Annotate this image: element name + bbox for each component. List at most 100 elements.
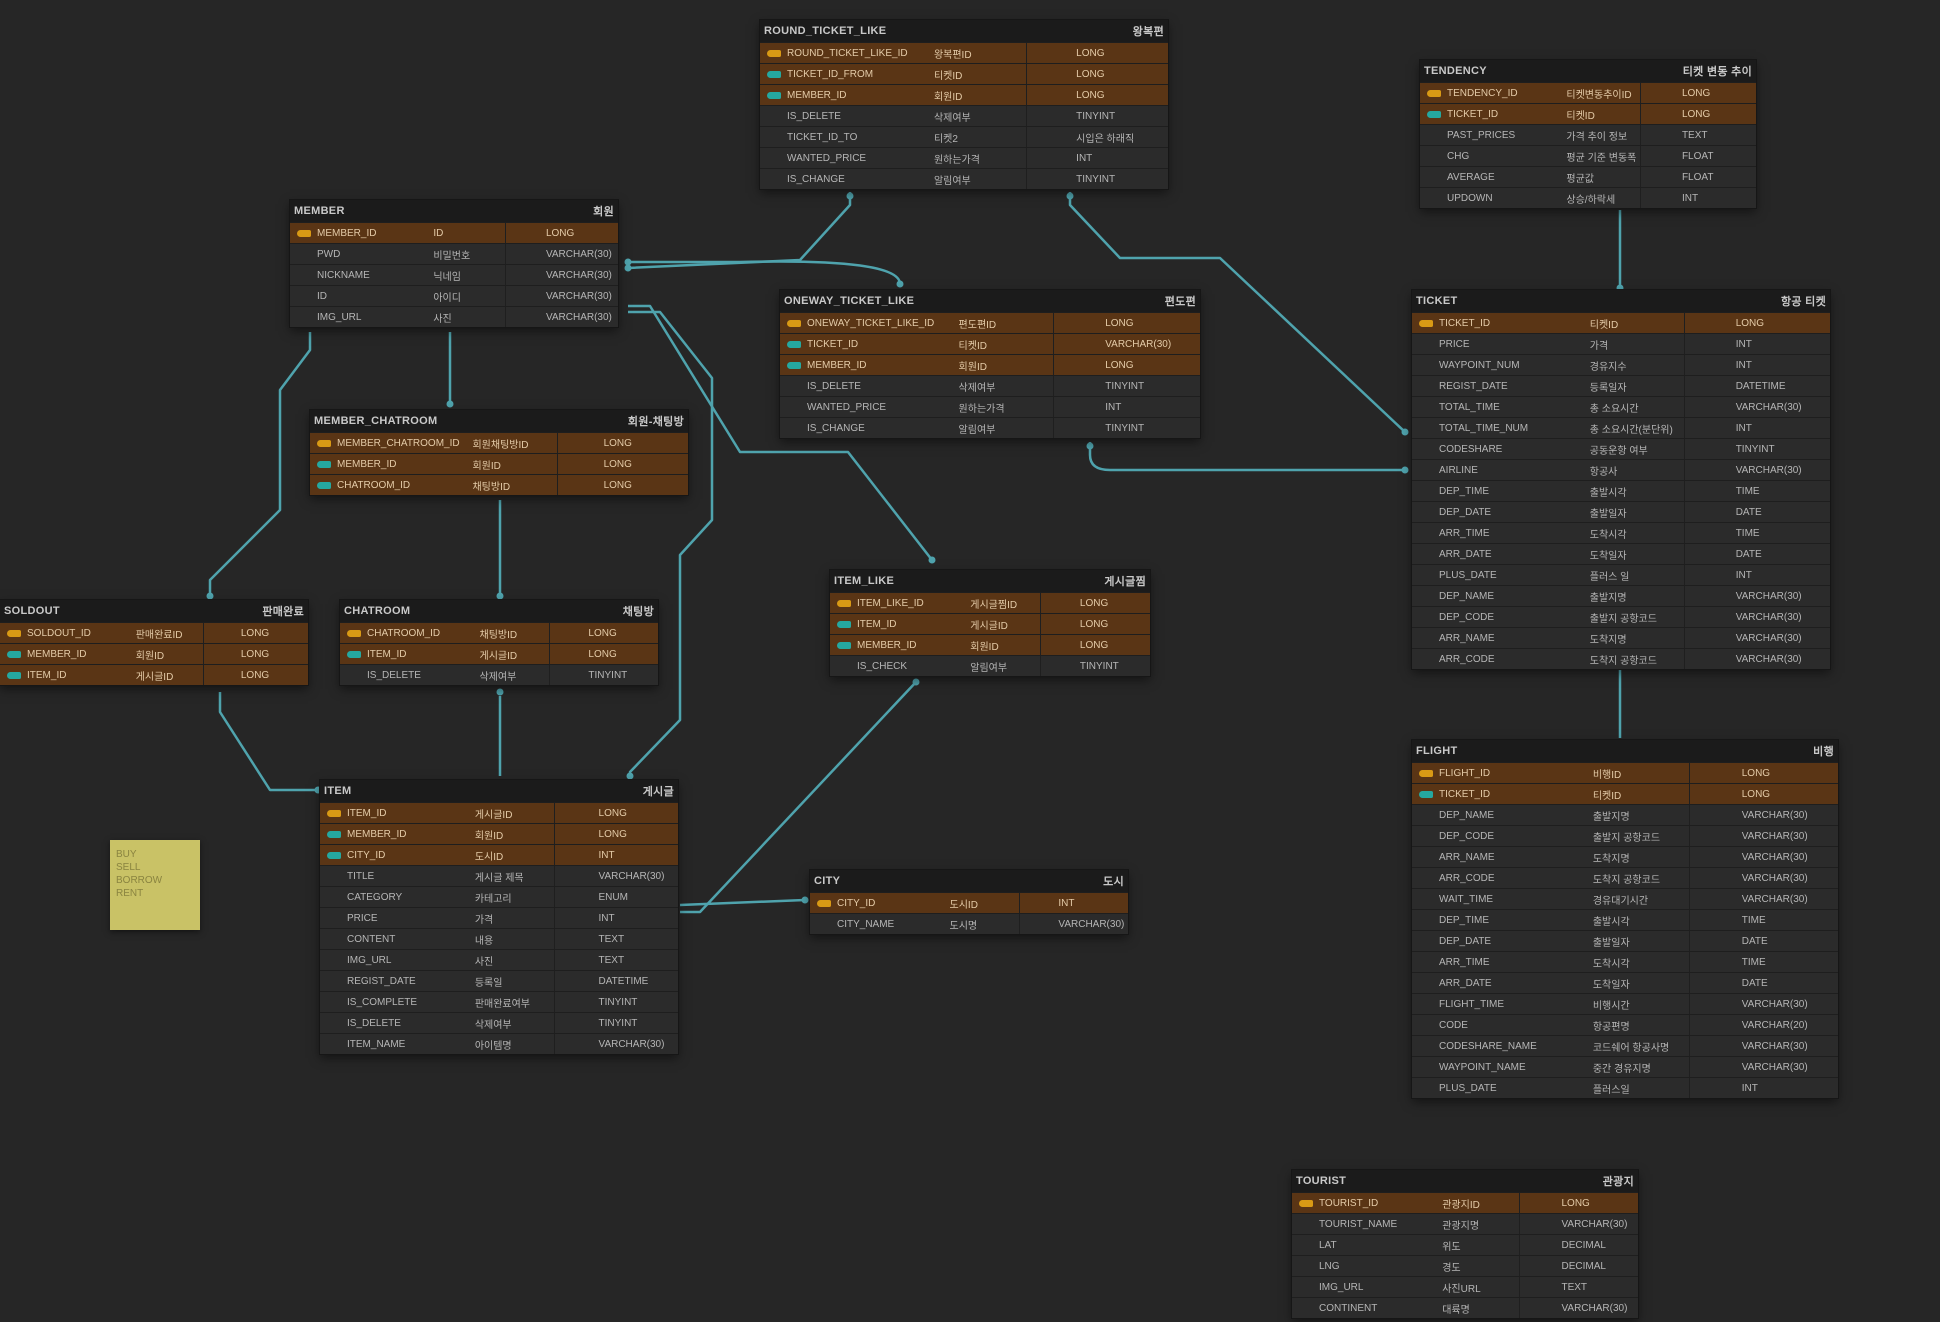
column-row[interactable]: UPDOWN상승/하락세INT	[1420, 187, 1756, 208]
column-row[interactable]: WAYPOINT_NUM경유지수INT	[1412, 354, 1830, 375]
column-row[interactable]: WANTED_PRICE원하는가격INT	[760, 147, 1168, 168]
column-row[interactable]: WAIT_TIME경유대기시간VARCHAR(30)	[1412, 888, 1838, 909]
column-row[interactable]: DEP_TIME출발시각TIME	[1412, 480, 1830, 501]
column-row[interactable]: FLIGHT_ID비행IDLONG	[1412, 762, 1838, 783]
table-member[interactable]: MEMBER회원MEMBER_IDIDLONGPWD비밀번호VARCHAR(30…	[290, 200, 618, 327]
column-row[interactable]: CODE항공편명VARCHAR(20)	[1412, 1014, 1838, 1035]
column-row[interactable]: ROUND_TICKET_LIKE_ID왕복편IDLONG	[760, 42, 1168, 63]
column-row[interactable]: ITEM_ID게시글IDLONG	[830, 613, 1150, 634]
column-row[interactable]: PAST_PRICES가격 추이 정보TEXT	[1420, 124, 1756, 145]
column-row[interactable]: TOTAL_TIME총 소요시간VARCHAR(30)	[1412, 396, 1830, 417]
column-row[interactable]: CITY_ID도시IDINT	[810, 892, 1128, 913]
table-flight[interactable]: FLIGHT비행FLIGHT_ID비행IDLONGTICKET_ID티켓IDLO…	[1412, 740, 1838, 1098]
column-row[interactable]: CATEGORY카테고리ENUM	[320, 886, 678, 907]
column-row[interactable]: ITEM_ID게시글IDLONG	[0, 664, 308, 685]
column-row[interactable]: DEP_DATE출발일자DATE	[1412, 501, 1830, 522]
column-row[interactable]: IMG_URL사진URLTEXT	[1292, 1276, 1638, 1297]
column-row[interactable]: CHG평균 기준 변동폭FLOAT	[1420, 145, 1756, 166]
column-row[interactable]: DEP_DATE출발일자DATE	[1412, 930, 1838, 951]
column-row[interactable]: TICKET_ID티켓IDVARCHAR(30)	[780, 333, 1200, 354]
column-row[interactable]: ARR_DATE도착일자DATE	[1412, 972, 1838, 993]
column-row[interactable]: DEP_CODE출발지 공항코드VARCHAR(30)	[1412, 606, 1830, 627]
column-row[interactable]: TOURIST_ID관광지IDLONG	[1292, 1192, 1638, 1213]
column-row[interactable]: FLIGHT_TIME비행시간VARCHAR(30)	[1412, 993, 1838, 1014]
column-row[interactable]: SOLDOUT_ID판매완료IDLONG	[0, 622, 308, 643]
column-row[interactable]: ITEM_NAME아이템명VARCHAR(30)	[320, 1033, 678, 1054]
column-row[interactable]: ARR_DATE도착일자DATE	[1412, 543, 1830, 564]
table-header[interactable]: FLIGHT비행	[1412, 740, 1838, 762]
column-row[interactable]: MEMBER_IDIDLONG	[290, 222, 618, 243]
table-header[interactable]: CHATROOM채팅방	[340, 600, 658, 622]
column-row[interactable]: TICKET_ID_TO티켓2시입은 하래직	[760, 126, 1168, 147]
column-row[interactable]: CITY_ID도시IDINT	[320, 844, 678, 865]
column-row[interactable]: PLUS_DATE플러스일INT	[1412, 1077, 1838, 1098]
table-header[interactable]: CITY도시	[810, 870, 1128, 892]
column-row[interactable]: NICKNAME닉네임VARCHAR(30)	[290, 264, 618, 285]
column-row[interactable]: ID아이디VARCHAR(30)	[290, 285, 618, 306]
column-row[interactable]: CODESHARE_NAME코드쉐어 항공사명VARCHAR(30)	[1412, 1035, 1838, 1056]
column-row[interactable]: REGIST_DATE등록일자DATETIME	[1412, 375, 1830, 396]
table-tendency[interactable]: TENDENCY티켓 변동 추이TENDENCY_ID티켓변동추이IDLONGT…	[1420, 60, 1756, 208]
table-header[interactable]: ONEWAY_TICKET_LIKE편도편	[780, 290, 1200, 312]
column-row[interactable]: MEMBER_ID회원IDLONG	[0, 643, 308, 664]
column-row[interactable]: WANTED_PRICE원하는가격INT	[780, 396, 1200, 417]
column-row[interactable]: REGIST_DATE등록일DATETIME	[320, 970, 678, 991]
table-item-like[interactable]: ITEM_LIKE게시글찜ITEM_LIKE_ID게시글찜IDLONGITEM_…	[830, 570, 1150, 676]
column-row[interactable]: TITLE게시글 제목VARCHAR(30)	[320, 865, 678, 886]
column-row[interactable]: IS_DELETE삭제여부TINYINT	[320, 1012, 678, 1033]
column-row[interactable]: IS_CHANGE알림여부TINYINT	[780, 417, 1200, 438]
column-row[interactable]: ARR_TIME도착시각TIME	[1412, 522, 1830, 543]
column-row[interactable]: DEP_NAME출발지명VARCHAR(30)	[1412, 585, 1830, 606]
column-row[interactable]: CODESHARE공동운항 여부TINYINT	[1412, 438, 1830, 459]
table-header[interactable]: ITEM게시글	[320, 780, 678, 802]
column-row[interactable]: LAT위도DECIMAL	[1292, 1234, 1638, 1255]
column-row[interactable]: PRICE가격INT	[320, 907, 678, 928]
table-header[interactable]: TOURIST관광지	[1292, 1170, 1638, 1192]
column-row[interactable]: CONTINENT대륙명VARCHAR(30)	[1292, 1297, 1638, 1318]
column-row[interactable]: AIRLINE항공사VARCHAR(30)	[1412, 459, 1830, 480]
column-row[interactable]: DEP_CODE출발지 공항코드VARCHAR(30)	[1412, 825, 1838, 846]
column-row[interactable]: IS_COMPLETE판매완료여부TINYINT	[320, 991, 678, 1012]
column-row[interactable]: ARR_TIME도착시각TIME	[1412, 951, 1838, 972]
column-row[interactable]: TICKET_ID티켓IDLONG	[1420, 103, 1756, 124]
table-chatroom[interactable]: CHATROOM채팅방CHATROOM_ID채팅방IDLONGITEM_ID게시…	[340, 600, 658, 685]
column-row[interactable]: PRICE가격INT	[1412, 333, 1830, 354]
column-row[interactable]: ARR_CODE도착지 공항코드VARCHAR(30)	[1412, 648, 1830, 669]
column-row[interactable]: TICKET_ID티켓IDLONG	[1412, 783, 1838, 804]
table-header[interactable]: TICKET항공 티켓	[1412, 290, 1830, 312]
column-row[interactable]: WAYPOINT_NAME중간 경유지명VARCHAR(30)	[1412, 1056, 1838, 1077]
column-row[interactable]: IMG_URL사진TEXT	[320, 949, 678, 970]
column-row[interactable]: IS_DELETE삭제여부TINYINT	[780, 375, 1200, 396]
column-row[interactable]: DEP_TIME출발시각TIME	[1412, 909, 1838, 930]
column-row[interactable]: CONTENT내용TEXT	[320, 928, 678, 949]
table-header[interactable]: MEMBER회원	[290, 200, 618, 222]
column-row[interactable]: ARR_NAME도착지명VARCHAR(30)	[1412, 627, 1830, 648]
column-row[interactable]: ONEWAY_TICKET_LIKE_ID편도편IDLONG	[780, 312, 1200, 333]
column-row[interactable]: TOURIST_NAME관광지명VARCHAR(30)	[1292, 1213, 1638, 1234]
column-row[interactable]: ITEM_ID게시글IDLONG	[320, 802, 678, 823]
column-row[interactable]: IS_DELETE삭제여부TINYINT	[760, 105, 1168, 126]
column-row[interactable]: ITEM_LIKE_ID게시글찜IDLONG	[830, 592, 1150, 613]
column-row[interactable]: ARR_CODE도착지 공항코드VARCHAR(30)	[1412, 867, 1838, 888]
table-soldout[interactable]: SOLDOUT판매완료SOLDOUT_ID판매완료IDLONGMEMBER_ID…	[0, 600, 308, 685]
column-row[interactable]: MEMBER_ID회원IDLONG	[310, 453, 688, 474]
column-row[interactable]: TICKET_ID티켓IDLONG	[1412, 312, 1830, 333]
table-item[interactable]: ITEM게시글ITEM_ID게시글IDLONGMEMBER_ID회원IDLONG…	[320, 780, 678, 1054]
column-row[interactable]: TENDENCY_ID티켓변동추이IDLONG	[1420, 82, 1756, 103]
column-row[interactable]: MEMBER_ID회원IDLONG	[320, 823, 678, 844]
column-row[interactable]: CHATROOM_ID채팅방IDLONG	[340, 622, 658, 643]
column-row[interactable]: TICKET_ID_FROM티켓IDLONG	[760, 63, 1168, 84]
table-member-chatroom[interactable]: MEMBER_CHATROOM회원-채팅방MEMBER_CHATROOM_ID회…	[310, 410, 688, 495]
column-row[interactable]: IS_CHANGE알림여부TINYINT	[760, 168, 1168, 189]
column-row[interactable]: AVERAGE평균값FLOAT	[1420, 166, 1756, 187]
table-tourist[interactable]: TOURIST관광지TOURIST_ID관광지IDLONGTOURIST_NAM…	[1292, 1170, 1638, 1318]
column-row[interactable]: MEMBER_CHATROOM_ID회원채팅방IDLONG	[310, 432, 688, 453]
column-row[interactable]: PLUS_DATE플러스 일INT	[1412, 564, 1830, 585]
column-row[interactable]: MEMBER_ID회원IDLONG	[760, 84, 1168, 105]
table-header[interactable]: ROUND_TICKET_LIKE왕복편	[760, 20, 1168, 42]
column-row[interactable]: ITEM_ID게시글IDLONG	[340, 643, 658, 664]
column-row[interactable]: MEMBER_ID회원IDLONG	[780, 354, 1200, 375]
column-row[interactable]: IS_DELETE삭제여부TINYINT	[340, 664, 658, 685]
table-header[interactable]: MEMBER_CHATROOM회원-채팅방	[310, 410, 688, 432]
table-header[interactable]: SOLDOUT판매완료	[0, 600, 308, 622]
